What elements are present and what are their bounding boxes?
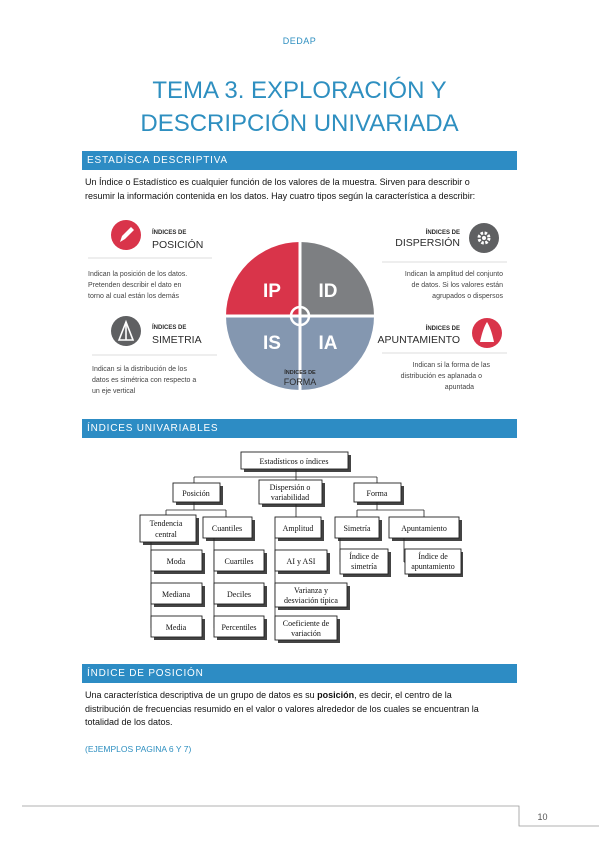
simetria-desc-1: Indican si la distribución de los [92, 366, 187, 373]
intro-paragraph: Un Índice o Estadístico es cualquier fun… [85, 176, 515, 203]
apuntamiento-desc-1: Indican si la forma de las [413, 362, 491, 369]
section-heading-posicion: ÍNDICE DE POSICIÓN [82, 664, 517, 683]
page-title: TEMA 3. EXPLORACIÓN Y DESCRIPCIÓN UNIVAR… [0, 74, 599, 140]
indices-infographic: IP ID IS IA ÍNDICES DE FORMA ÍNDICES DE … [88, 220, 507, 395]
posicion-desc-1: Indican la posición de los datos. [88, 271, 187, 278]
simetria-big-label: SIMETRIA [152, 334, 202, 346]
tree-amplitud-label: Amplitud [283, 524, 314, 533]
dispersion-small-label: ÍNDICES DE [426, 228, 460, 236]
tree-varianza-label-2: desviación típica [284, 596, 338, 605]
tree-dispersion-label-2: variabilidad [271, 493, 309, 502]
intro-line-1: Un Índice o Estadístico es cualquier fun… [85, 177, 470, 187]
tree-media-label: Media [166, 623, 187, 632]
tree-cuartiles-label: Cuartiles [225, 557, 254, 566]
quadrant-circle [226, 242, 374, 390]
footer-rule [22, 805, 599, 827]
quadrant-ip-label: IP [263, 281, 281, 302]
tree-indice-apuntamiento-label-1: Índice de [418, 551, 448, 561]
tree-coeficiente-label-2: variación [291, 629, 321, 638]
tree-indice-simetria-label-2: simetría [351, 562, 377, 571]
forma-big-label: FORMA [284, 377, 317, 387]
posicion-desc-3: torno al cual están los demás [88, 293, 180, 300]
section-heading-univariables: ÍNDICES UNIVARIABLES [82, 419, 517, 438]
quadrant-id [300, 242, 374, 316]
tree-indice-simetria-label-1: Índice de [349, 551, 379, 561]
posicion-line-2: distribución de frecuencias resumido en … [85, 703, 479, 714]
tree-ai-asi-label: AI y ASI [287, 557, 316, 566]
posicion-bold-word: posición [317, 690, 355, 700]
tree-percentiles-label: Percentiles [221, 623, 256, 632]
quadrant-is [226, 316, 300, 390]
quadrant-id-label: ID [319, 281, 338, 302]
tree-cuantiles-label: Cuantiles [212, 524, 242, 533]
intro-line-2: resumir la información contenida en los … [85, 190, 476, 201]
section-heading-estadistica: ESTADÍSCA DESCRIPTIVA [82, 151, 517, 170]
tree-mediana-label: Mediana [162, 590, 190, 599]
forma-small-label: ÍNDICES DE [284, 368, 316, 376]
dispersion-desc-1: Indican la amplitud del conjunto [405, 271, 503, 278]
tree-tendencia-label-1: Tendencia [150, 519, 183, 528]
apuntamiento-small-label: ÍNDICES DE [426, 324, 460, 332]
quadrant-ia-label: IA [319, 333, 338, 354]
simetria-small-label: ÍNDICES DE [152, 323, 186, 331]
simetria-desc-2: datos es simétrica con respecto a [92, 377, 196, 384]
document-header: DEDAP [282, 36, 317, 46]
tree-dispersion-label-1: Dispersión o [270, 483, 311, 492]
posicion-paragraph: Una característica descriptiva de un gru… [85, 689, 515, 730]
center-ring-icon [289, 305, 311, 327]
simetria-desc-3: un eje vertical [92, 388, 136, 395]
apuntamiento-desc-2: distribución es aplanada o [401, 373, 482, 380]
tree-root-label: Estadísticos o índices [260, 457, 329, 466]
tree-varianza-label-1: Varianza y [294, 586, 328, 595]
apuntamiento-big-label: APUNTAMIENTO [378, 334, 460, 346]
dispersion-desc-3: agrupados o dispersos [432, 293, 503, 300]
dispersion-desc-2: de datos. Si los valores están [412, 282, 504, 289]
page-number: 10 [537, 812, 548, 822]
tree-coeficiente-label-1: Coeficiente de [283, 619, 330, 628]
tree-tendencia-label-2: central [155, 530, 178, 539]
tree-forma-label: Forma [367, 489, 388, 498]
title-line-1: TEMA 3. EXPLORACIÓN Y [152, 77, 447, 104]
dispersion-big-label: DISPERSIÓN [395, 236, 460, 249]
tree-deciles-label: Deciles [227, 590, 251, 599]
title-line-2: DESCRIPCIÓN UNIVARIADA [140, 110, 459, 137]
indices-tree-diagram: Estadísticos o índices Posición Dispersi… [139, 451, 463, 643]
tree-moda-label: Moda [167, 557, 186, 566]
posicion-line-1: Una característica descriptiva de un gru… [85, 690, 452, 700]
apuntamiento-desc-3: apuntada [445, 384, 474, 391]
posicion-desc-2: Pretenden describir el dato en [88, 282, 181, 289]
posicion-small-label: ÍNDICES DE [152, 228, 186, 236]
posicion-big-label: POSICIÓN [152, 238, 203, 251]
tree-apuntamiento-label: Apuntamiento [401, 524, 447, 533]
tree-posicion-label: Posición [182, 489, 210, 498]
quadrant-ia [300, 316, 374, 390]
tree-simetria-label: Simetría [343, 524, 371, 533]
examples-link[interactable]: (EJEMPLOS PAGINA 6 Y 7) [85, 744, 192, 754]
quadrant-is-label: IS [263, 333, 281, 354]
posicion-line-3: totalidad de los datos. [85, 717, 173, 727]
tree-indice-apuntamiento-label-2: apuntamiento [411, 562, 455, 571]
tree-boxes [139, 451, 462, 641]
quadrant-ip [226, 242, 300, 316]
